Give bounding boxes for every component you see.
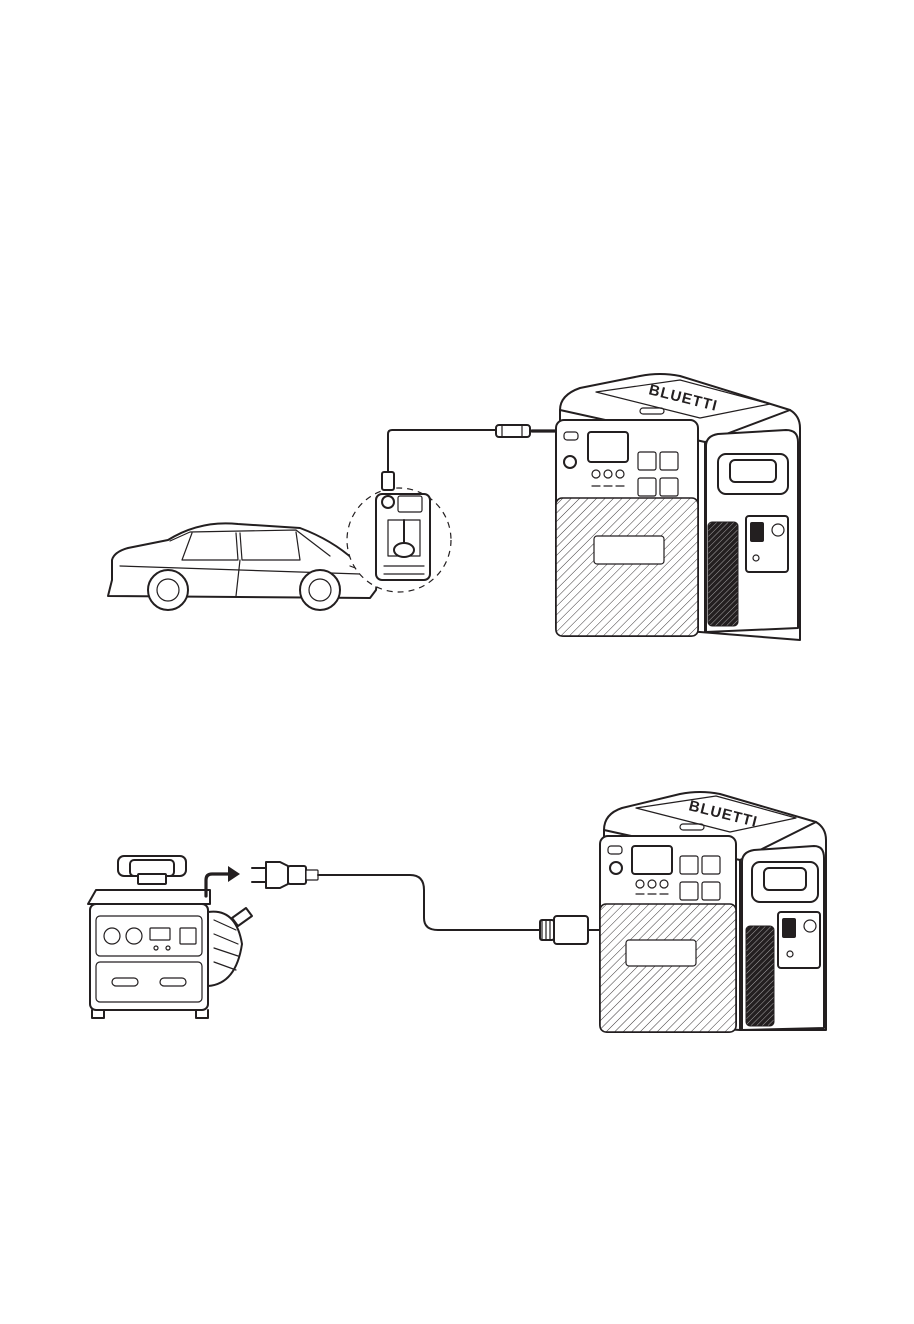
power-button-icon	[610, 862, 622, 874]
generator-illustration	[88, 856, 252, 1018]
side-vent	[708, 522, 738, 626]
power-station-top: BLUETTI	[600, 792, 826, 1032]
car-charging-cable	[382, 425, 570, 490]
power-button-icon	[564, 456, 576, 468]
front-label-plate	[594, 536, 664, 564]
power-station-top: BLUETTI	[556, 374, 800, 640]
ac-plug-icon	[266, 862, 288, 888]
front-grille	[556, 498, 698, 636]
side-vent	[746, 926, 774, 1026]
ac-input-port	[782, 918, 796, 938]
car-console-magnifier	[347, 488, 451, 592]
arrow-right-icon	[228, 866, 240, 882]
display-screen	[588, 432, 628, 462]
display-screen	[632, 846, 672, 874]
front-grille	[600, 904, 736, 1032]
ac-connector-icon	[554, 916, 588, 944]
generator-output-arrow	[206, 866, 240, 896]
front-label-plate	[626, 940, 696, 966]
car-illustration	[108, 523, 376, 610]
